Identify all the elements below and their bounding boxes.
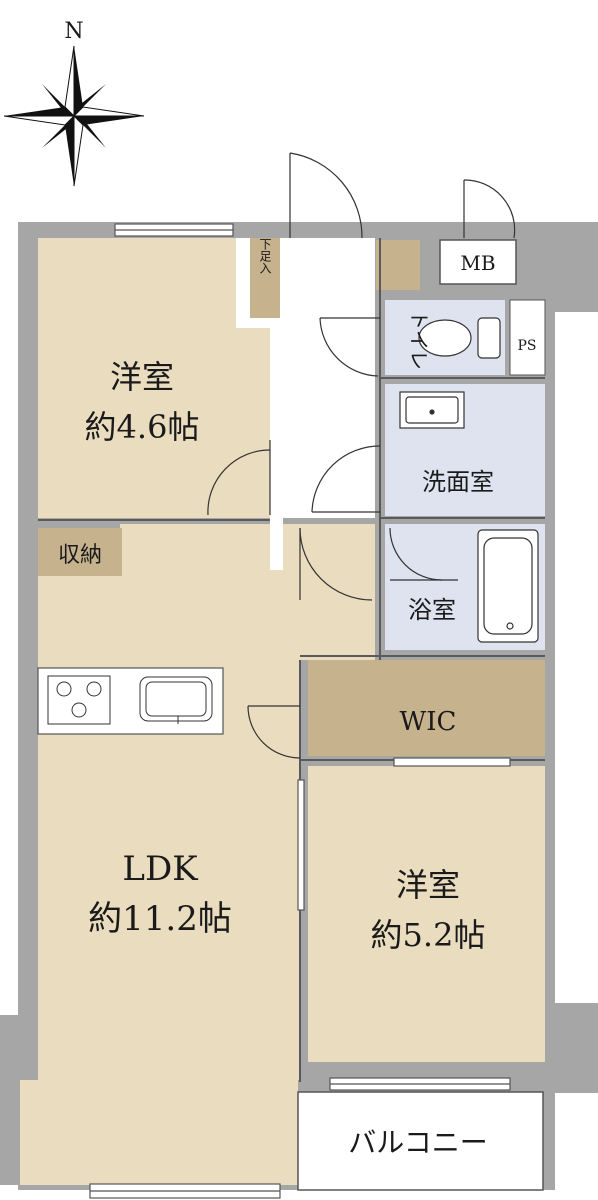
pipe-space [509,299,546,376]
ldk-size: 約11.2帖 [88,899,232,939]
north-label: N [64,19,83,44]
wic-label: WIC [400,707,457,737]
meter-box-label: MB [460,251,495,275]
western-room-2-name: 洋室 [396,866,460,904]
walk-in-closet [308,660,545,756]
entrance-corridor [236,238,375,570]
balcony-label: バルコニー [348,1126,487,1159]
sink-icon [139,676,213,724]
washroom-label: 洗面室 [422,468,494,496]
balcony [297,1091,544,1191]
western-room-1-size: 約4.6帖 [85,408,200,446]
windows [89,223,511,1199]
bathtub-icon [477,529,539,643]
toilet-label: トイレ [407,310,431,370]
sliding-door [297,779,305,911]
shoe-box [250,238,280,318]
meter-box [439,239,517,285]
western-room-1 [38,238,270,518]
ldk-name: LDK [122,849,198,889]
ldk-room [38,524,375,1080]
kitchen-counter [37,667,224,735]
shoe-box-label: 下足入 [258,238,272,274]
bathroom-label: 浴室 [408,596,456,624]
compass-rose-icon: N [3,19,145,187]
door-swings [207,152,516,759]
pipe-space-label: PS [517,338,536,354]
storage-label: 収納 [58,543,102,568]
storage-closet [38,528,122,576]
washbasin-icon [399,391,465,429]
western-room-1-name: 洋室 [110,358,174,396]
stove-icon [47,675,111,725]
western-room-2 [308,766,545,1062]
toilet-icon [418,317,501,359]
western-room-2-size: 約5.2帖 [371,916,486,954]
